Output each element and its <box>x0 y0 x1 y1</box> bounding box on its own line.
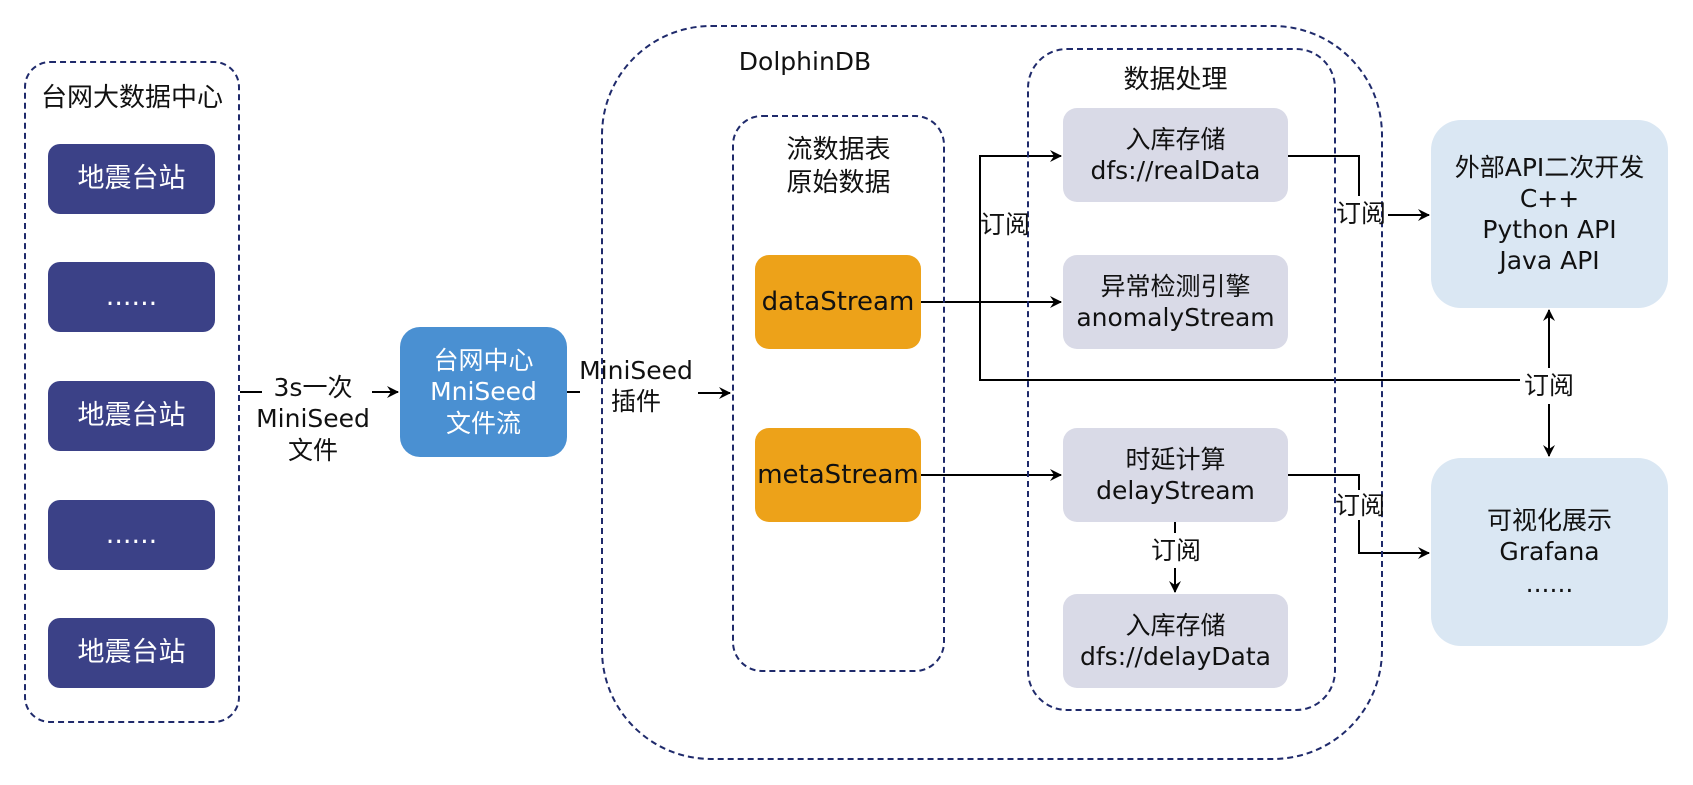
station-label: 地震台站 <box>77 163 186 195</box>
stream-tables-title-line: 原始数据 <box>786 167 891 198</box>
edge-label-subscribe-realdata-api: 订阅 <box>1335 199 1386 228</box>
node-line: 时延计算 <box>1125 444 1226 474</box>
node-line: Grafana <box>1499 537 1600 567</box>
dolphindb-title: DolphinDB <box>738 47 872 76</box>
edge-label-subscribe-delay-viz: 订阅 <box>1334 491 1385 520</box>
network-center-stream-node[interactable]: 台网中心 MniSeed 文件流 <box>400 327 567 457</box>
edge-label-subscribe-delay-store: 订阅 <box>1150 536 1201 565</box>
edge-label-line: 3s一次 <box>273 373 353 402</box>
processing-group <box>1027 48 1336 711</box>
network-center-group <box>24 61 240 723</box>
edge-label-subscribe-bus: 订阅 <box>979 210 1030 239</box>
center-node-line: 台网中心 <box>433 346 534 376</box>
node-line: 入库存储 <box>1125 124 1226 154</box>
dolphindb-group <box>601 25 1383 760</box>
node-line: 可视化展示 <box>1486 506 1612 536</box>
node-line: C++ <box>1519 183 1580 213</box>
edge-label-miniseed-files: 3s一次 MiniSeed 文件 <box>248 372 378 466</box>
metastream-node[interactable]: metaStream <box>755 428 921 522</box>
node-line: delayStream <box>1096 476 1255 505</box>
edge-label-miniseed-plugin: MiniSeed 插件 <box>574 355 698 418</box>
edge-label-line: MiniSeed <box>579 356 693 385</box>
stream-tables-title: 流数据表 原始数据 <box>732 134 945 199</box>
metastream-label: metaStream <box>757 459 919 490</box>
datastream-node[interactable]: dataStream <box>755 255 921 349</box>
station-node[interactable]: 地震台站 <box>48 618 215 688</box>
network-center-title: 台网大数据中心 <box>40 83 223 113</box>
station-node[interactable]: 地震台站 <box>48 381 215 451</box>
node-line: Python API <box>1482 215 1617 244</box>
station-label: 地震台站 <box>77 400 186 432</box>
edge-label-subscribe-bidirectional: 订阅 <box>1521 370 1577 402</box>
node-line: 外部API二次开发 <box>1454 152 1645 182</box>
realdata-storage-node[interactable]: 入库存储 dfs://realData <box>1063 108 1288 202</box>
center-node-line: MniSeed <box>430 377 537 407</box>
node-line: dfs://realData <box>1090 156 1261 185</box>
stream-tables-group <box>732 115 945 672</box>
edge-label-line: 插件 <box>610 387 661 417</box>
station-label: ...... <box>105 281 158 313</box>
external-api-node[interactable]: 外部API二次开发 C++ Python API Java API <box>1431 120 1668 308</box>
station-node[interactable]: 地震台站 <box>48 144 215 214</box>
visualization-node[interactable]: 可视化展示 Grafana ...... <box>1431 458 1668 646</box>
node-line: Java API <box>1499 246 1600 276</box>
node-line: dfs://delayData <box>1080 642 1271 671</box>
processing-title: 数据处理 <box>1123 65 1228 95</box>
station-node[interactable]: ...... <box>48 262 215 332</box>
anomaly-engine-node[interactable]: 异常检测引擎 anomalyStream <box>1063 255 1288 349</box>
node-line: 入库存储 <box>1125 610 1226 640</box>
station-label: 地震台站 <box>77 637 186 669</box>
node-line: ...... <box>1525 568 1574 598</box>
station-node[interactable]: ...... <box>48 500 215 570</box>
stream-tables-title-line: 流数据表 <box>786 135 891 165</box>
node-line: anomalyStream <box>1076 303 1275 332</box>
edge-label-line: 文件 <box>287 435 338 465</box>
delaydata-storage-node[interactable]: 入库存储 dfs://delayData <box>1063 594 1288 688</box>
datastream-label: dataStream <box>761 286 915 317</box>
edge-label-line: MiniSeed <box>256 404 370 434</box>
center-node-line: 文件流 <box>445 408 521 438</box>
node-line: 异常检测引擎 <box>1100 271 1251 301</box>
delay-calc-node[interactable]: 时延计算 delayStream <box>1063 428 1288 522</box>
station-label: ...... <box>105 519 158 551</box>
